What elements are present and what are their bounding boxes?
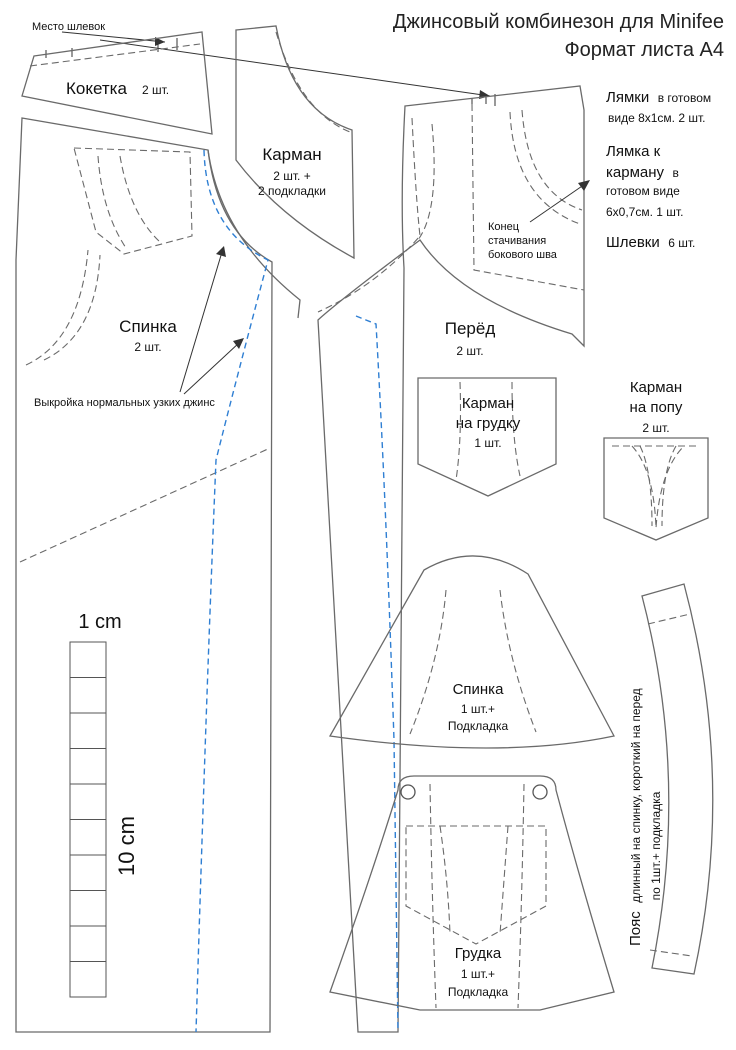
scale-large-label: 10 cm [114, 816, 139, 876]
waistband-label: Пояс длинный на спинку, короткий на пере… [627, 688, 644, 946]
waistband-name: Пояс [627, 911, 644, 946]
straps-rest: в готовом [658, 91, 711, 105]
bib-back-name: Спинка [453, 681, 505, 698]
back-pocket-qty: 2 шт. [642, 421, 669, 435]
scale-cell [69, 961, 107, 998]
chest-pocket-piece: Карман на грудку 1 шт. [417, 377, 557, 497]
bib-front-name: Грудка [455, 945, 502, 962]
scale-cell [69, 677, 107, 714]
bib-front-qty-1: 1 шт.+ [461, 967, 495, 981]
normal-jeans-lines [195, 149, 399, 1033]
pocket-lining-qty-2: 2 подкладки [258, 184, 326, 198]
scale-bar: 1 cm 10 cm [69, 611, 139, 998]
scale-small-label: 1 cm [78, 611, 121, 633]
front-qty: 2 шт. [456, 344, 483, 358]
scale-cell [69, 641, 107, 678]
pocket-lining-piece: Карман 2 шт. + 2 подкладки [235, 25, 355, 260]
pocket-strap-line1: Лямка к [606, 143, 661, 160]
straps-name: Лямки [606, 89, 649, 106]
title-line1: Джинсовый комбинезон для Minifee [393, 11, 724, 33]
back-pocket-name-1: Карман [630, 379, 682, 396]
pocket-lining-qty-1: 2 шт. + [273, 169, 310, 183]
waistband-piece: Пояс длинный на спинку, короткий на пере… [627, 583, 714, 975]
pocket-strap-line2-big: карману [606, 164, 665, 181]
scale-cell [69, 854, 107, 891]
straps-line2: виде 8х1см. 2 шт. [608, 111, 706, 125]
bib-front-piece: Грудка 1 шт.+ Подкладка [329, 775, 615, 1011]
belt-loops-note: Шлевки 6 шт. [606, 234, 695, 251]
back-leg-piece: Спинка 2 шт. [15, 117, 301, 1033]
back-qty: 2 шт. [134, 340, 161, 354]
scale-cell [69, 748, 107, 785]
scale-cell [69, 925, 107, 962]
straps-note: Лямки в готовом [606, 89, 711, 106]
scale-cell [69, 783, 107, 820]
left-button-mark [400, 784, 416, 800]
back-name: Спинка [119, 317, 177, 336]
pocket-lining-name: Карман [262, 145, 321, 164]
front-name: Перёд [445, 319, 496, 338]
belt-loops-name: Шлевки [606, 234, 660, 251]
title-line2: Формат листа А4 [564, 39, 724, 61]
pocket-strap-line4: 6х0,7см. 1 шт. [606, 205, 683, 219]
chest-pocket-name-1: Карман [462, 395, 514, 412]
pocket-strap-line2-small: в [672, 166, 678, 180]
waistband-qty: по 1шт.+ подкладка [649, 791, 663, 900]
notes-area: Лямки в готовом виде 8х1см. 2 шт. Лямка … [606, 89, 711, 251]
pocket-strap-line3: готовом виде [606, 184, 680, 198]
back-pocket-name-2: на попу [630, 399, 683, 416]
belt-loop-place-label: Место шлевок [32, 21, 105, 33]
bib-front-qty-2: Подкладка [448, 985, 509, 999]
bib-back-piece: Спинка 1 шт.+ Подкладка [328, 555, 615, 749]
chest-pocket-qty: 1 шт. [474, 436, 501, 450]
yoke-qty: 2 шт. [142, 83, 169, 97]
scale-cell [69, 712, 107, 749]
scale-cell [69, 890, 107, 927]
side-seam-line2: стачивания [488, 235, 546, 247]
bib-back-qty-2: Подкладка [448, 719, 509, 733]
belt-loops-qty: 6 шт. [668, 236, 695, 250]
front-leg-piece: Перёд 2 шт. [317, 85, 585, 1033]
side-seam-line3: бокового шва [488, 249, 558, 261]
normal-jeans-callout: Выкройка нормальных узких джинс [34, 246, 244, 409]
scale-cell [69, 819, 107, 856]
yoke-piece: Кокетка 2 шт. [21, 31, 213, 135]
waistband-desc: длинный на спинку, короткий на перед [629, 688, 643, 902]
scale-cells [69, 641, 107, 998]
yoke-name: Кокетка [66, 79, 127, 98]
side-seam-callout: Конец стачивания бокового шва [488, 180, 590, 261]
normal-jeans-label: Выкройка нормальных узких джинс [34, 397, 215, 409]
pocket-strap-line2: карману в [606, 164, 679, 181]
side-seam-line1: Конец [488, 221, 520, 233]
right-button-mark [532, 784, 548, 800]
chest-pocket-name-2: на грудку [456, 415, 521, 432]
back-pocket-piece: Карман на попу 2 шт. [603, 379, 709, 541]
bib-back-qty-1: 1 шт.+ [461, 702, 495, 716]
